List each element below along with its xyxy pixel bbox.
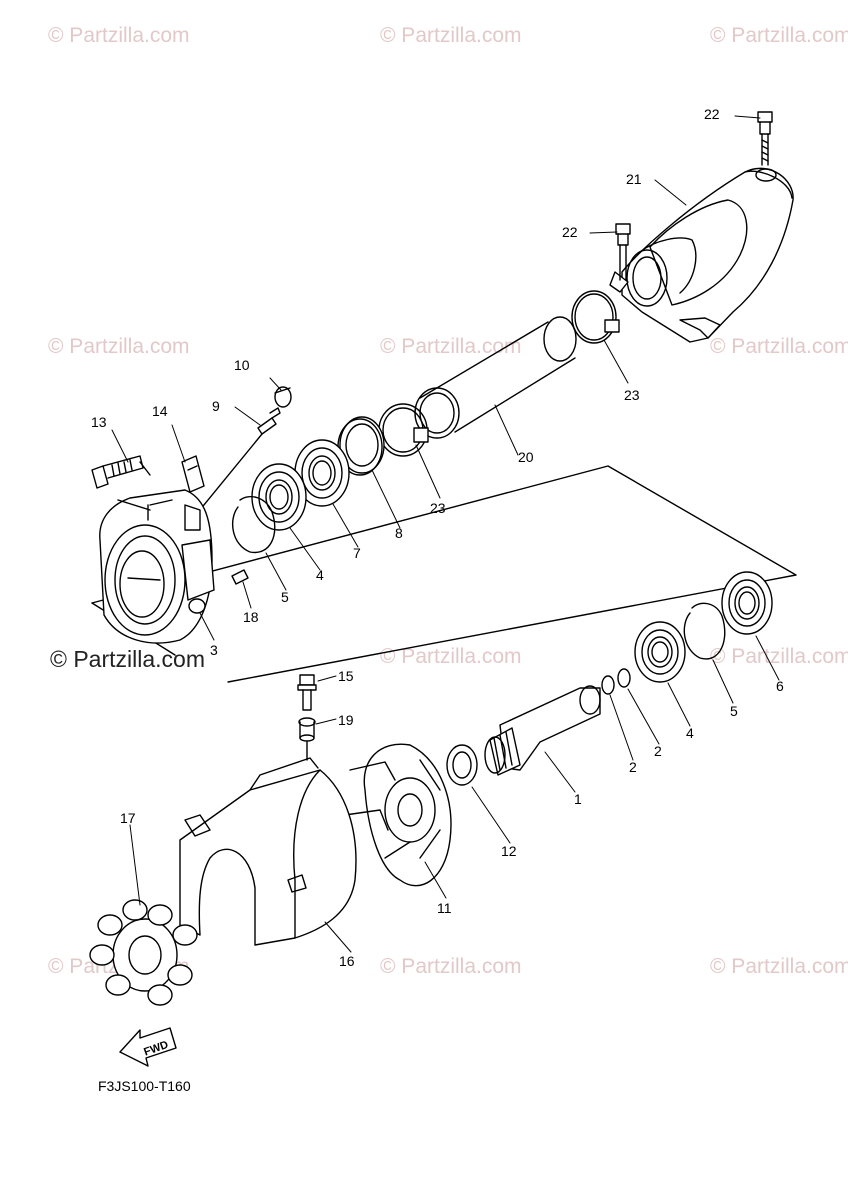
watermark: © Partzilla.com <box>380 24 522 47</box>
part-2-o-ring-b <box>617 668 631 688</box>
callout-21: 21 <box>626 171 642 187</box>
callout-22: 22 <box>704 106 720 122</box>
part-23-clamp-upper <box>571 290 620 344</box>
callout-9: 9 <box>212 398 220 414</box>
part-2-o-ring-a <box>601 675 615 695</box>
watermark: © Partzilla.com <box>710 24 848 47</box>
watermark: © Partzilla.com <box>380 335 522 358</box>
part-12-collar <box>446 744 478 786</box>
callout-18: 18 <box>243 609 259 625</box>
part-10-cap <box>274 386 292 408</box>
callout-4: 4 <box>316 567 324 583</box>
callout-12: 12 <box>501 843 517 859</box>
watermark: © Partzilla.com <box>380 645 522 668</box>
watermark: © Partzilla.com <box>710 645 848 668</box>
part-19-collar <box>298 717 316 761</box>
callout-10: 10 <box>234 357 250 373</box>
diagram-code: F3JS100-T160 <box>98 1078 191 1094</box>
part-7-bearing <box>294 439 350 507</box>
part-4-bearing-upper <box>251 463 307 531</box>
part-15-bolt <box>297 674 317 711</box>
callout-4: 4 <box>686 725 694 741</box>
watermark: © Partzilla.com <box>710 335 848 358</box>
part-8-seal <box>337 416 385 476</box>
watermark: © Partzilla.com <box>48 335 190 358</box>
part-18-pin <box>231 569 249 585</box>
callout-11: 11 <box>437 900 452 916</box>
callout-14: 14 <box>152 403 168 419</box>
callout-5: 5 <box>730 703 738 719</box>
callout-7: 7 <box>353 545 361 561</box>
callout-23: 23 <box>624 387 640 403</box>
part-11-impeller <box>344 743 452 887</box>
part-17-damper <box>89 899 198 1006</box>
callout-23: 23 <box>430 500 446 516</box>
part-14-plate <box>181 455 205 493</box>
part-3-housing <box>99 489 215 644</box>
callout-1: 1 <box>574 791 582 807</box>
part-21-cover <box>609 167 794 343</box>
part-1-shaft <box>484 685 601 776</box>
callout-15: 15 <box>338 668 354 684</box>
callout-20: 20 <box>518 449 534 465</box>
watermark: © Partzilla.com <box>48 24 190 47</box>
part-22-bolt-top <box>757 111 773 166</box>
callout-22: 22 <box>562 224 578 240</box>
part-5-circlip-upper <box>231 496 276 554</box>
callout-8: 8 <box>395 525 403 541</box>
callout-6: 6 <box>776 678 784 694</box>
callout-13: 13 <box>91 414 107 430</box>
callout-16: 16 <box>339 953 355 969</box>
part-5-circlip-lower <box>683 602 726 660</box>
callout-5: 5 <box>281 589 289 605</box>
watermark: © Partzilla.com <box>380 955 522 978</box>
callout-2: 2 <box>629 759 637 775</box>
part-4-bearing-lower <box>634 621 686 683</box>
part-6-bearing <box>721 571 773 635</box>
fwd-arrow-icon <box>119 1027 177 1067</box>
part-23-clamp-lower <box>378 403 429 457</box>
callout-3: 3 <box>210 642 218 658</box>
callout-labels: 22 21 22 23 10 9 13 14 20 23 8 7 4 5 18 … <box>91 106 784 969</box>
callout-19: 19 <box>338 712 354 728</box>
callout-17: 17 <box>120 810 136 826</box>
part-20-hose <box>414 316 577 439</box>
part-22-bolt-side <box>615 223 631 281</box>
part-16-duct <box>179 757 357 946</box>
leader-lines <box>111 115 780 953</box>
watermark: © Partzilla.com <box>710 955 848 978</box>
part-13-bolt <box>91 455 151 489</box>
watermark-main: © Partzilla.com <box>50 646 205 672</box>
callout-2: 2 <box>654 743 662 759</box>
